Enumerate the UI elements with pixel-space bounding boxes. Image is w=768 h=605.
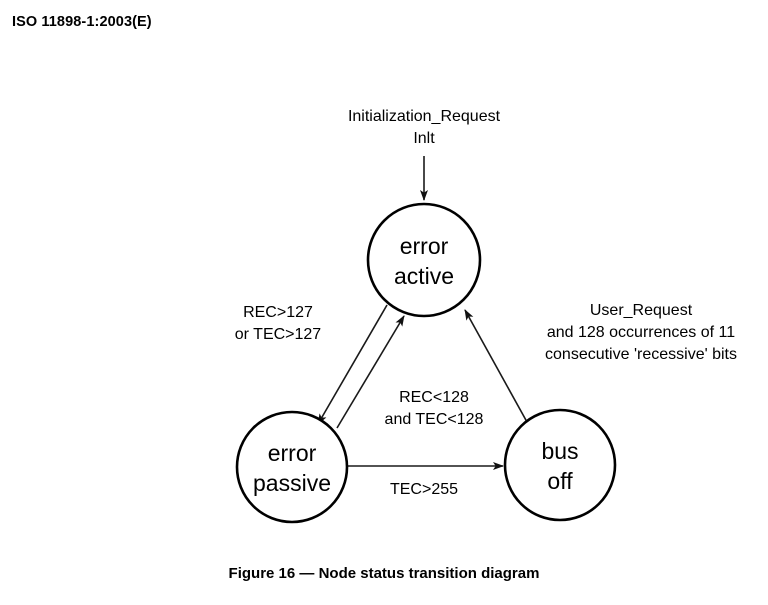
transition-passive-to-busoff: TEC>255 bbox=[348, 462, 504, 498]
document-header: ISO 11898-1:2003(E) bbox=[12, 14, 152, 30]
transition-init-label-line2: Inlt bbox=[413, 130, 435, 147]
state-error-active-label-line1: error bbox=[400, 233, 449, 259]
transition-busoff-to-active: User_Request and 128 occurrences of 11 c… bbox=[464, 302, 737, 423]
state-error-active-circle bbox=[366, 202, 482, 318]
transition-init-label-line1: Initialization_Request bbox=[348, 108, 501, 125]
transition-busoff-to-active-arrow bbox=[464, 309, 528, 423]
transition-passive-to-busoff-label: TEC>255 bbox=[390, 481, 458, 498]
state-bus-off-circle bbox=[503, 408, 617, 522]
transition-passive-to-active-label-line2: and TEC<128 bbox=[385, 411, 484, 428]
state-error-active: error active bbox=[366, 202, 482, 318]
state-error-passive-label-line1: error bbox=[268, 440, 317, 466]
transition-active-to-passive-label-line2: or TEC>127 bbox=[235, 326, 322, 343]
state-bus-off-label-line2: off bbox=[547, 468, 573, 494]
state-error-passive-label-line2: passive bbox=[253, 470, 331, 496]
transition-busoff-to-active-label-line3: consecutive 'recessive' bits bbox=[545, 346, 737, 363]
state-error-passive: error passive bbox=[235, 410, 349, 524]
transition-active-to-passive: REC>127 or TEC>127 bbox=[235, 304, 388, 425]
transition-busoff-to-active-label-line2: and 128 occurrences of 11 bbox=[547, 324, 735, 341]
transition-busoff-to-active-label-line1: User_Request bbox=[590, 302, 693, 319]
state-error-active-label-line2: active bbox=[394, 263, 454, 289]
state-bus-off-label-line1: bus bbox=[541, 438, 578, 464]
state-bus-off: bus off bbox=[503, 408, 617, 522]
transition-passive-to-active: REC<128 and TEC<128 bbox=[336, 315, 484, 429]
transition-init: Initialization_Request Inlt bbox=[348, 108, 501, 201]
figure-caption: Figure 16 — Node status transition diagr… bbox=[229, 565, 540, 582]
transition-active-to-passive-arrow bbox=[317, 304, 388, 425]
transition-passive-to-active-arrow bbox=[336, 315, 405, 429]
transition-passive-to-active-label-line1: REC<128 bbox=[399, 389, 469, 406]
transition-active-to-passive-label-line1: REC>127 bbox=[243, 304, 313, 321]
state-error-passive-circle bbox=[235, 410, 349, 524]
